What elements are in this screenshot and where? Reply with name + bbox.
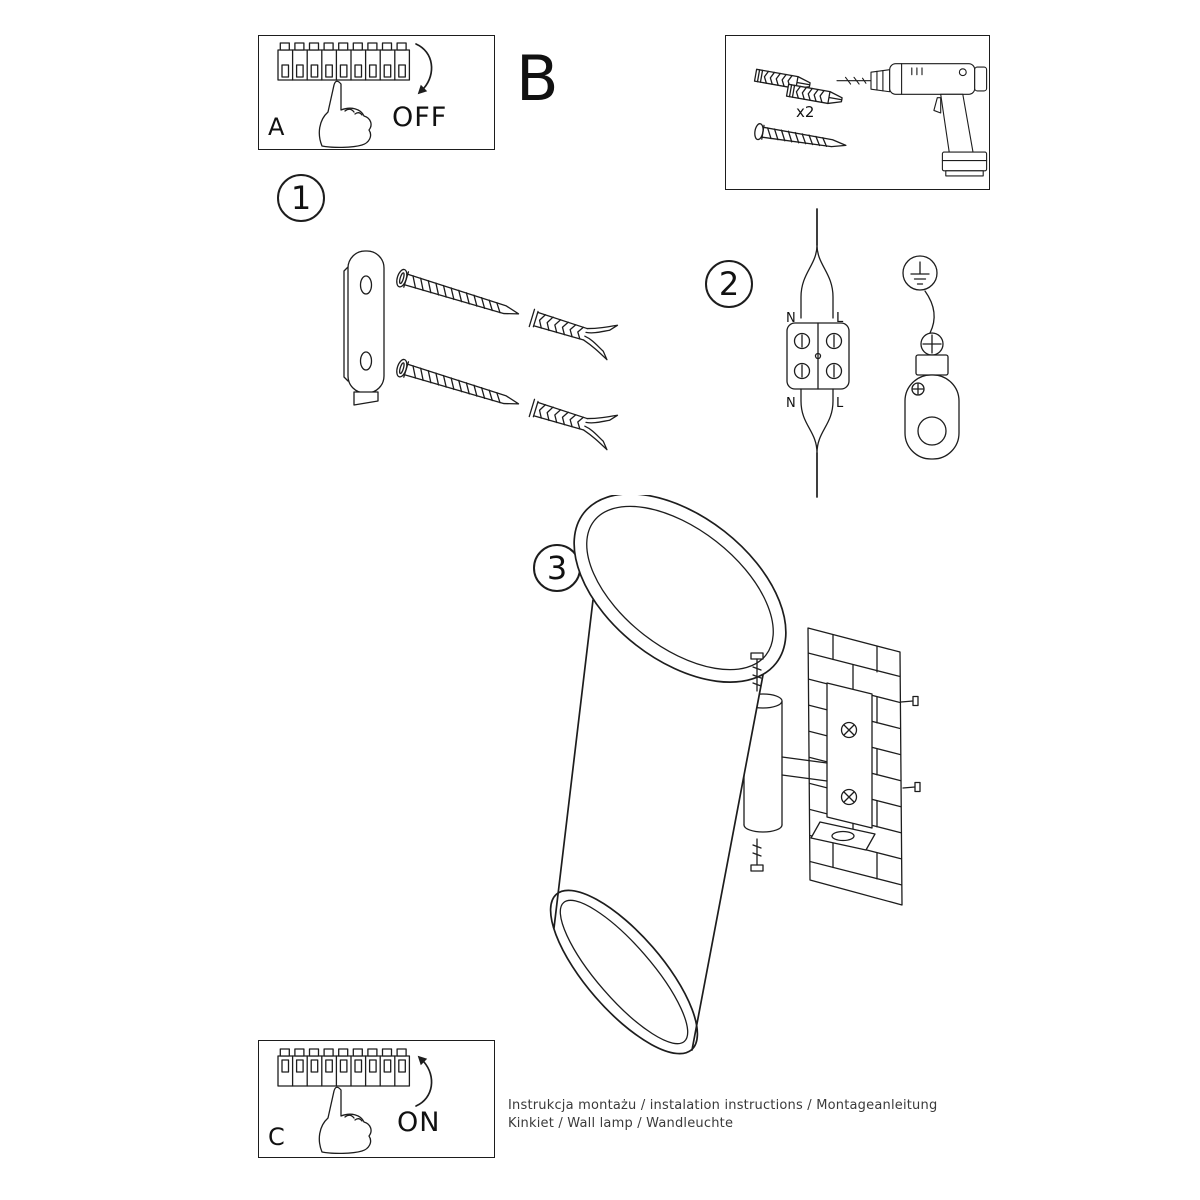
step-1-number: 1 bbox=[290, 179, 312, 217]
neutral-label-bottom: N bbox=[786, 396, 796, 411]
on-label: ON bbox=[397, 1107, 441, 1138]
ground-symbol-icon bbox=[902, 255, 938, 291]
screw-anchor-icon bbox=[396, 268, 619, 361]
step-3-badge: 3 bbox=[533, 544, 581, 592]
drill-icon bbox=[836, 63, 988, 177]
wall-bracket-icon bbox=[810, 682, 876, 851]
anchor-plug-icon bbox=[528, 398, 619, 451]
footer-product-line: Kinkiet / Wall lamp / Wandleuchte bbox=[508, 1116, 734, 1131]
panel-c-label: C bbox=[268, 1123, 285, 1151]
panel-a-label: A bbox=[268, 113, 285, 141]
wall-plug-icon bbox=[753, 68, 811, 90]
bracket-and-screws-illustration bbox=[343, 250, 619, 451]
step-2-badge: 2 bbox=[705, 260, 753, 308]
lamp-body-icon bbox=[549, 495, 787, 1055]
circuit-breaker-row-icon bbox=[277, 42, 411, 81]
hand-icon bbox=[318, 1086, 372, 1154]
off-arrow-icon bbox=[415, 43, 433, 95]
off-label: OFF bbox=[392, 102, 448, 133]
hand-icon bbox=[318, 80, 372, 148]
live-label-bottom: L bbox=[836, 396, 844, 411]
step-1-badge: 1 bbox=[277, 174, 325, 222]
quantity-label: x2 bbox=[796, 103, 815, 121]
wall-plug-icon bbox=[785, 83, 843, 105]
footer-instructions-line: Instrukcja montażu / instalation instruc… bbox=[508, 1098, 938, 1113]
breaker-panel-illustration bbox=[277, 1048, 411, 1154]
ground-connector-icon bbox=[904, 290, 960, 460]
mount-arm-icon bbox=[781, 756, 828, 782]
terminal-block-icon bbox=[786, 322, 850, 390]
screw-icon bbox=[754, 123, 847, 148]
anchor-plug-icon bbox=[528, 308, 619, 361]
on-arrow-icon bbox=[415, 1055, 433, 1107]
step-3-number: 3 bbox=[546, 549, 568, 587]
screw-anchor-icon bbox=[396, 358, 619, 451]
wall-screw-icon bbox=[900, 695, 921, 793]
live-label-top: L bbox=[836, 311, 844, 326]
section-b-label: B bbox=[516, 42, 559, 115]
cable-icon bbox=[800, 388, 834, 498]
neutral-label-top: N bbox=[786, 311, 796, 326]
mounting-bracket-icon bbox=[343, 250, 385, 406]
lamp-mounting-illustration bbox=[549, 495, 921, 1055]
step-2-number: 2 bbox=[718, 265, 740, 303]
tools-illustration bbox=[753, 63, 988, 177]
circuit-breaker-row-icon bbox=[277, 1048, 411, 1087]
cable-icon bbox=[800, 208, 834, 319]
breaker-panel-illustration bbox=[277, 42, 411, 148]
fixing-screw-icon bbox=[750, 652, 764, 872]
wiring-illustration bbox=[786, 208, 960, 498]
